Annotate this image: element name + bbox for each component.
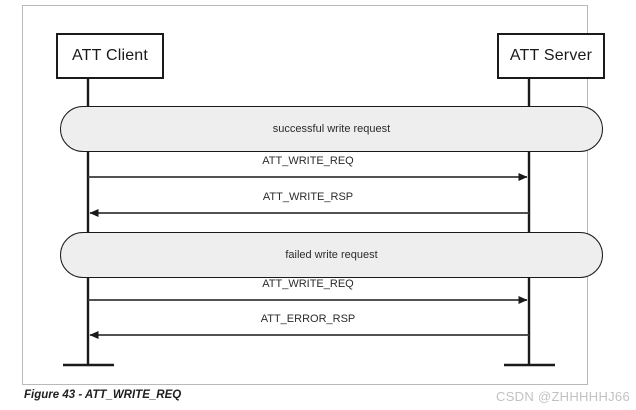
message-label-att-error-rsp: ATT_ERROR_RSP [260, 313, 356, 325]
figure-caption: Figure 43 - ATT_WRITE_REQ [24, 389, 182, 401]
diagram-frame: ATT Client ATT Server successful write r… [22, 5, 605, 385]
message-label-att-write-req-1: ATT_WRITE_REQ [262, 155, 354, 167]
message-label-att-write-req-2: ATT_WRITE_REQ [262, 278, 354, 290]
section-bar-failed-write-request: failed write request [60, 232, 603, 278]
section-bar-label: successful write request [272, 123, 391, 135]
message-label-att-write-rsp: ATT_WRITE_RSP [262, 191, 354, 203]
participant-label-server: ATT Server [509, 47, 593, 64]
participant-box-client: ATT Client [56, 33, 164, 79]
watermark: CSDN @ZHHHHHJ66 [496, 389, 630, 404]
participant-label-client: ATT Client [71, 47, 149, 64]
section-bar-label: failed write request [285, 249, 378, 261]
section-bar-successful-write-request: successful write request [60, 106, 603, 152]
participant-box-server: ATT Server [497, 33, 605, 79]
